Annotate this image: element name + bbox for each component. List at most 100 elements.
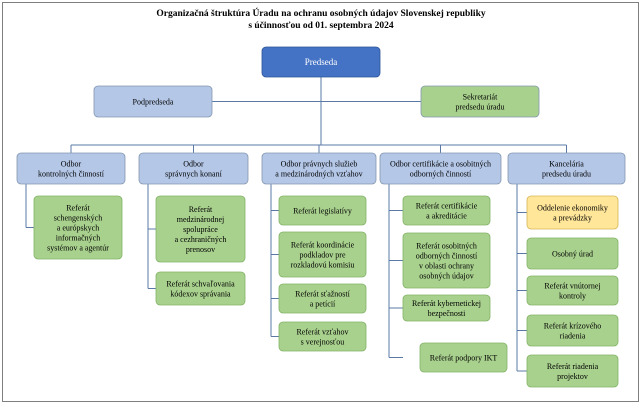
box-unit-shape [278, 231, 367, 278]
box-unit-label-line: Referát sťažností [295, 290, 351, 299]
box-unit-label-line: Referát [189, 205, 213, 214]
box-unit-highlight-label-line: Oddelenie ekonomiky [537, 204, 608, 213]
box-unit-label-line: s verejnosťou [301, 338, 345, 347]
chart-title: Organizačná štruktúra Úradu na ochranu o… [156, 7, 485, 31]
connectors [25, 77, 567, 372]
box-unit-shape [278, 321, 367, 352]
box-unit: Osobný úrad [526, 237, 619, 270]
box-unit-label-line: Referát riadenia [547, 362, 599, 371]
title-line-2: s účinnosťou od 01. septembra 2024 [248, 21, 394, 31]
box-unit-shape [526, 314, 619, 347]
box-unit-label-line: Referát schvaľovania [166, 280, 235, 289]
box-department-shape [138, 152, 249, 185]
box-unit-label-line: Referát vzťahov [296, 328, 348, 337]
box-unit-shape [33, 195, 123, 260]
box-unit-label-line: riadenia [560, 332, 586, 341]
box-department-label-line: Odbor právnych služieb [281, 160, 358, 169]
box-unit: Referát legislatívy [278, 195, 367, 226]
box-unit-label-line: projektov [557, 372, 588, 381]
box-unit-shape [526, 354, 619, 388]
box-unit-shape [278, 283, 367, 314]
box-unit-highlight-shape [526, 195, 619, 230]
box-unit-label-line: Referát legislatívy [293, 207, 352, 216]
box-unit-label-line: Referát vnútornej [544, 282, 600, 291]
box-unit-label-line: prenosov [186, 245, 215, 254]
box-unit-label-line: Referát certifikácie [416, 202, 478, 211]
box-unit-highlight-label-line: a prevádzky [553, 214, 592, 223]
box-department-label-line: kontrolných činností [38, 170, 105, 179]
title-line-1: Organizačná štruktúra Úradu na ochranu o… [156, 7, 485, 19]
box-unit-shape [155, 271, 246, 306]
box-department-label-line: odborných činností [410, 170, 472, 179]
box-unit-shape [278, 195, 367, 226]
box-unit-label-line: osobných údajov [419, 272, 473, 281]
box-unit-label-line: Referát [66, 204, 90, 213]
box-department: Odbor certifikácie a osobitnýchodborných… [379, 152, 502, 185]
box-unit-label-line: Referát krízového [544, 322, 602, 331]
box-unit: Referát podpory IKT [419, 342, 508, 373]
box-department-shape [261, 152, 377, 185]
box-department-shape [507, 152, 626, 185]
box-sekretariat-label-line: Sekretariát [463, 93, 498, 102]
box-predseda: Predseda [261, 46, 381, 78]
box-unit-label-line: podkladov pre [300, 251, 346, 260]
box-unit-label-line: v oblasti ochrany [419, 262, 474, 271]
box-predseda-shape [261, 46, 381, 78]
box-unit-label-line: Referát koordinácie [291, 241, 355, 250]
box-unit-label-line: medzinárodnej [177, 215, 225, 224]
box-unit-label-line: Referát kybernetickej [412, 299, 481, 308]
box-unit-label-line: a cezhraničných [175, 235, 227, 244]
box-unit-shape [402, 294, 491, 322]
box-sekretariat-label-line: predsedu úradu [455, 103, 504, 112]
box-unit-label-line: a akreditácie [426, 212, 467, 221]
box-unit-shape [155, 195, 246, 263]
box-predseda-label-line: Predseda [305, 57, 338, 67]
box-unit-label-line: Referát osobitných [416, 242, 477, 251]
box-department-label-line: Odbor [183, 160, 204, 169]
box-unit-label-line: systémov a agentúr [47, 244, 109, 253]
box-unit-shape [402, 195, 491, 226]
box-unit-label-line: odborných činností [416, 252, 478, 261]
box-unit-label-line: Osobný úrad [552, 250, 593, 259]
box-department-label-line: Odbor [61, 160, 82, 169]
box-sekretariat-shape [420, 85, 540, 118]
box-unit-label-line: a európskych [57, 224, 99, 233]
box-unit-label-line: informačných [56, 234, 100, 243]
box-unit-shape [402, 232, 491, 289]
box-department-label-line: predsedu úradu [542, 170, 591, 179]
box-unit-label-line: kontroly [559, 292, 586, 301]
box-department-label-line: Kancelária [549, 160, 584, 169]
box-unit-shape [419, 342, 508, 373]
box-unit-label-line: Referát podpory IKT [430, 354, 498, 363]
box-unit-label-line: spolupráce [183, 225, 218, 234]
box-unit-shape [526, 275, 619, 306]
box-department-label-line: Odbor certifikácie a osobitných [390, 160, 491, 169]
box-unit-shape [526, 237, 619, 270]
box-unit-label-line: kódexov správania [170, 290, 231, 299]
box-department-label-line: správnych konaní [165, 170, 222, 179]
box-podpredseda-shape [93, 85, 213, 118]
box-department-shape [379, 152, 502, 185]
box-department-label-line: a medzinárodných vzťahov [275, 170, 362, 179]
box-podpredseda: Podpredseda [93, 85, 213, 118]
box-unit-label-line: rozkladovú komisiu [291, 261, 355, 270]
